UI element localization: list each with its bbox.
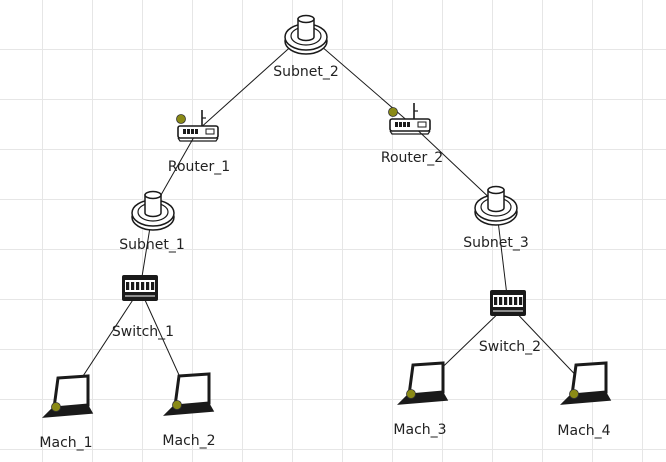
router-icon xyxy=(389,103,431,135)
status-indicator-icon xyxy=(176,114,186,124)
laptop-icon xyxy=(163,372,215,416)
laptop-icon xyxy=(42,374,94,418)
status-indicator-icon xyxy=(406,389,416,399)
node-subnet-3[interactable] xyxy=(474,185,518,226)
node-label-router-2: Router_2 xyxy=(381,150,443,166)
status-indicator-icon xyxy=(569,389,579,399)
node-label-router-1: Router_1 xyxy=(168,159,230,175)
node-label-mach-1: Mach_1 xyxy=(39,435,92,451)
switch-icon xyxy=(490,290,526,316)
subnet-cylinder-icon xyxy=(474,185,518,226)
node-subnet-2[interactable] xyxy=(284,14,328,55)
node-mach-2[interactable] xyxy=(163,372,215,416)
edge-switch-2-mach-4 xyxy=(507,303,587,387)
node-label-switch-2: Switch_2 xyxy=(479,339,541,355)
node-label-subnet-3: Subnet_3 xyxy=(463,235,529,251)
node-label-mach-3: Mach_3 xyxy=(393,422,446,438)
switch-icon xyxy=(122,275,158,301)
subnet-cylinder-icon xyxy=(131,190,175,231)
subnet-cylinder-icon xyxy=(284,14,328,55)
node-switch-2[interactable] xyxy=(490,290,526,316)
node-label-subnet-1: Subnet_1 xyxy=(119,237,185,253)
node-router-1[interactable] xyxy=(176,110,219,142)
node-label-mach-2: Mach_2 xyxy=(162,433,215,449)
node-mach-4[interactable] xyxy=(560,361,612,405)
edge-subnet-2-router-1 xyxy=(197,32,307,131)
node-label-subnet-2: Subnet_2 xyxy=(273,64,339,80)
node-label-mach-4: Mach_4 xyxy=(557,423,610,439)
node-mach-3[interactable] xyxy=(397,361,449,405)
node-subnet-1[interactable] xyxy=(131,190,175,231)
node-switch-1[interactable] xyxy=(122,275,158,301)
status-indicator-icon xyxy=(172,400,182,410)
node-router-2[interactable] xyxy=(388,103,431,135)
router-icon xyxy=(177,110,219,142)
node-mach-1[interactable] xyxy=(42,374,94,418)
laptop-icon xyxy=(560,361,612,405)
status-indicator-icon xyxy=(388,107,398,117)
node-label-switch-1: Switch_1 xyxy=(112,324,174,340)
laptop-icon xyxy=(397,361,449,405)
status-indicator-icon xyxy=(51,402,61,412)
edge-router-2-subnet-3 xyxy=(409,122,497,205)
